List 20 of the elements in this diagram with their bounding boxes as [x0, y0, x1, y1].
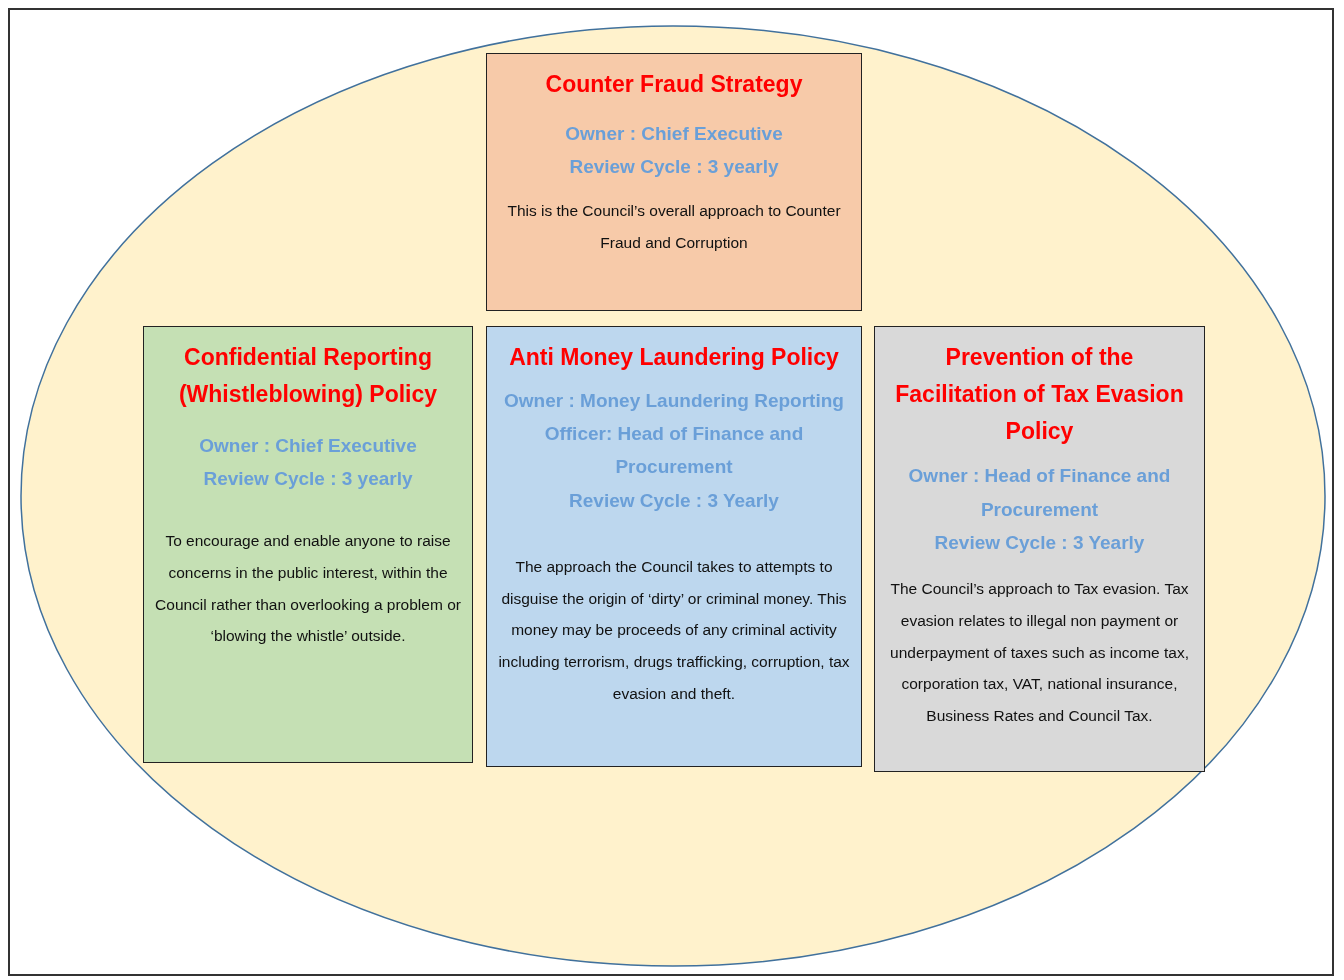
- review-cycle-text: Review Cycle : 3 yearly: [203, 466, 413, 491]
- box-title: Prevention of the Facilitation of Tax Evasion Policy: [894, 343, 1185, 446]
- owner-text: Owner : Money Laundering Reporting Officer: Head of Finance and Procurement: [503, 388, 845, 480]
- review-cycle-text: Review Cycle : 3 Yearly: [934, 530, 1145, 555]
- policy-box: [486, 326, 862, 767]
- description-text: This is the Council’s overall approach to Counter Fraud and Corruption: [506, 201, 842, 254]
- review-cycle-text: Review Cycle : 3 Yearly: [569, 488, 779, 513]
- box-title: Confidential Reporting (Whistleblowing) Policy: [177, 343, 439, 409]
- description-text: To encourage and enable anyone to raise concerns in the public interest, within the Council rather than overlooking a problem or ‘blowing the whistle’ outside.: [154, 531, 462, 647]
- box-title: Anti Money Laundering Policy: [509, 343, 839, 372]
- description-text: The approach the Council takes to attempts to disguise the origin of ‘dirty’ or criminal money. This money may be proceeds of any criminal activity including terrorism, drugs trafficking, corruption, tax evasion and theft.: [497, 556, 851, 704]
- description-text: The Council’s approach to Tax evasion. Tax evasion relates to illegal non payment or underpayment of taxes such as income tax, corporation tax, VAT, national insurance, Business Rates and Council Tax.: [889, 579, 1190, 727]
- owner-text: Owner : Chief Executive: [565, 121, 783, 146]
- owner-text: Owner : Head of Finance and Procurement: [907, 464, 1172, 522]
- box-title: Counter Fraud Strategy: [545, 70, 803, 99]
- policy-box: [874, 326, 1205, 772]
- owner-text: Owner : Chief Executive: [199, 433, 417, 458]
- policy-box: [486, 53, 862, 311]
- policy-box: [143, 326, 473, 763]
- review-cycle-text: Review Cycle : 3 yearly: [569, 155, 779, 180]
